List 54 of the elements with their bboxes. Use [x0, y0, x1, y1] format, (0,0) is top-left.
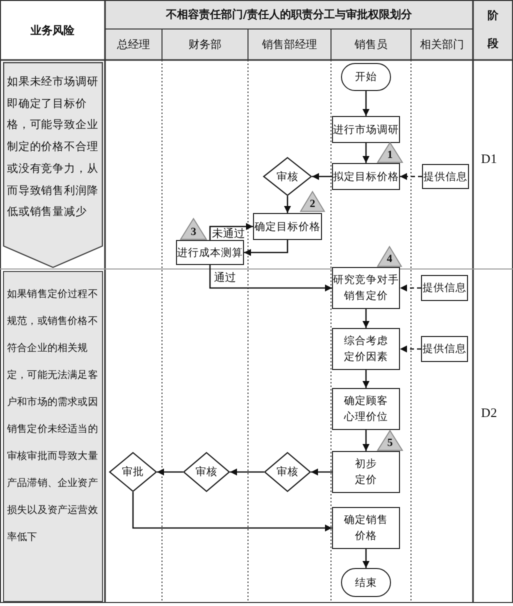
column-header: 销售员: [331, 29, 411, 60]
arrow: [284, 196, 291, 213]
process-box: 提供信息: [421, 275, 468, 301]
process-box: 初步定价: [332, 451, 400, 493]
start-terminal: 开始: [341, 63, 391, 91]
table-header: 不相容责任部门/责任人的职责分工与审批权限划分: [105, 0, 473, 29]
arrow: [362, 91, 370, 116]
column-header: 销售部经理: [248, 29, 331, 60]
process-box: 提供信息: [422, 164, 469, 189]
arrow: [312, 173, 332, 180]
risk-panel: 如果销售定价过程不规范，或销售价格不符合企业的相关规定，可能无法满足客户和市场的需求或因销售定价未经适当的审核审批而导致大量产品滞销、企业资产损失以及资产运营效率低下: [3, 271, 103, 602]
dashed-arrow: [400, 346, 421, 352]
arrow: [209, 223, 253, 240]
process-box: 进行市场调研: [332, 116, 400, 143]
process-box: 确定目标价格: [253, 213, 322, 240]
process-box: 确定销售价格: [332, 507, 400, 549]
arrow: [157, 468, 183, 476]
arrow: [132, 492, 332, 532]
arrow: [244, 240, 288, 256]
column-header: 总经理: [105, 29, 162, 60]
arrow: [311, 468, 332, 476]
arrow: [362, 549, 370, 568]
stage-label: D2: [481, 405, 497, 421]
process-box: 提供信息: [421, 336, 468, 362]
control-point-triangle: 2: [300, 191, 325, 212]
process-box: 研究竞争对手销售定价: [332, 267, 400, 309]
control-point-triangle: 1: [377, 142, 403, 163]
process-box: 进行成本测算: [176, 240, 244, 265]
dashed-arrow: [400, 173, 422, 180]
edge-label: 未通过: [212, 227, 245, 240]
end-terminal: 结束: [341, 568, 391, 597]
process-box: 综合考虑定价因素: [332, 328, 400, 370]
stage-label: D1: [481, 151, 497, 167]
edge-label: 通过: [214, 271, 236, 284]
arrow: [230, 468, 264, 476]
control-point-triangle: 5: [377, 430, 403, 451]
stage-column-header: 阶段: [473, 0, 513, 60]
process-box: 确定顾客心理价位: [332, 388, 400, 430]
process-box: 拟定目标价格: [332, 163, 400, 190]
arrow: [362, 143, 370, 163]
arrow: [362, 370, 370, 388]
arrow: [362, 430, 370, 451]
arrow: [362, 309, 370, 328]
decision-diamond: 审核: [263, 157, 312, 196]
control-point-triangle: 3: [180, 218, 207, 240]
control-point-triangle: 4: [377, 246, 402, 267]
decision-diamond: 审核: [183, 452, 230, 492]
dashed-arrow: [400, 284, 421, 292]
arrow: [209, 265, 332, 292]
column-header: 相关部门: [411, 29, 473, 60]
risk-panel: 如果未经市场调研即确定了目标价格，可能导致企业制定的价格不合理或没有竞争力，从而导致销售利润降低或销售量减少: [3, 62, 103, 268]
decision-diamond: 审核: [264, 452, 311, 492]
decision-diamond: 审批: [109, 452, 157, 492]
column-header: 财务部: [162, 29, 248, 60]
